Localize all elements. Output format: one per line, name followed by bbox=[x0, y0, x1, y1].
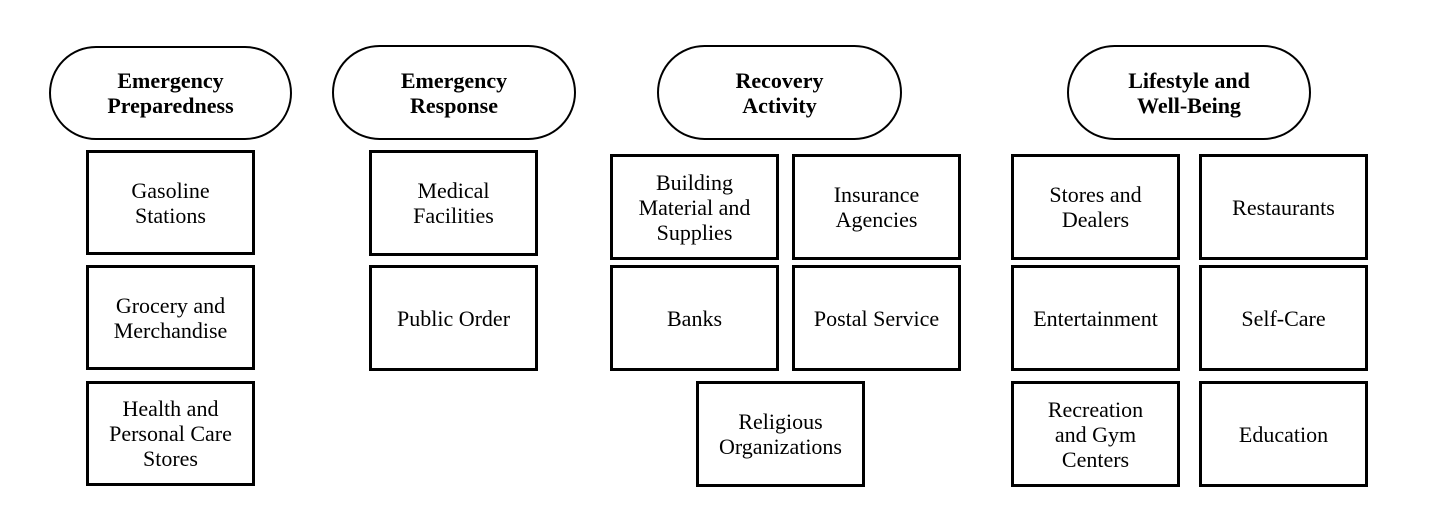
category-header-emergency-response: Emergency Response bbox=[332, 45, 576, 140]
category-title: Emergency Preparedness bbox=[107, 68, 234, 118]
item-box-banks: Banks bbox=[610, 265, 779, 371]
item-label: Health and Personal Care Stores bbox=[109, 396, 232, 471]
item-box-health-and-personal-care-stores: Health and Personal Care Stores bbox=[86, 381, 255, 486]
item-box-religious-organizations: Religious Organizations bbox=[696, 381, 865, 487]
item-box-public-order: Public Order bbox=[369, 265, 538, 371]
category-title: Emergency Response bbox=[400, 67, 508, 118]
item-box-restaurants: Restaurants bbox=[1199, 154, 1368, 260]
item-box-medical-facilities: Medical Facilities bbox=[369, 150, 538, 256]
item-box-grocery-and-merchandise: Grocery and Merchandise bbox=[86, 265, 255, 370]
category-header-lifestyle-and-well-being: Lifestyle and Well-Being bbox=[1067, 45, 1311, 140]
item-label: Grocery and Merchandise bbox=[113, 292, 228, 343]
item-label: Self-Care bbox=[1241, 305, 1326, 331]
item-label: Religious Organizations bbox=[718, 409, 842, 459]
item-box-education: Education bbox=[1199, 381, 1368, 487]
category-title: Recovery Activity bbox=[735, 67, 824, 118]
item-label: Stores and Dealers bbox=[1049, 182, 1142, 232]
item-label: Restaurants bbox=[1232, 194, 1335, 220]
item-box-self-care: Self-Care bbox=[1199, 265, 1368, 371]
item-label: Public Order bbox=[396, 305, 511, 331]
item-label: Entertainment bbox=[1033, 305, 1158, 331]
item-box-gasoline-stations: Gasoline Stations bbox=[86, 150, 255, 255]
item-label: Postal Service bbox=[813, 305, 940, 331]
item-label: Gasoline Stations bbox=[131, 177, 210, 228]
category-title: Lifestyle and Well-Being bbox=[1128, 67, 1250, 118]
item-box-postal-service: Postal Service bbox=[792, 265, 961, 371]
item-label: Banks bbox=[667, 305, 722, 331]
category-header-emergency-preparedness: Emergency Preparedness bbox=[49, 46, 292, 140]
category-header-recovery-activity: Recovery Activity bbox=[657, 45, 902, 140]
item-box-entertainment: Entertainment bbox=[1011, 265, 1180, 371]
item-label: Building Material and Supplies bbox=[638, 169, 751, 245]
item-box-insurance-agencies: Insurance Agencies bbox=[792, 154, 961, 260]
item-label: Recreation and Gym Centers bbox=[1047, 396, 1144, 472]
item-box-recreation-and-gym-centers: Recreation and Gym Centers bbox=[1011, 381, 1180, 487]
item-box-building-material-and-supplies: Building Material and Supplies bbox=[610, 154, 779, 260]
item-box-stores-and-dealers: Stores and Dealers bbox=[1011, 154, 1180, 260]
item-label: Medical Facilities bbox=[413, 178, 494, 228]
item-label: Insurance Agencies bbox=[833, 182, 920, 232]
item-label: Education bbox=[1238, 421, 1329, 447]
